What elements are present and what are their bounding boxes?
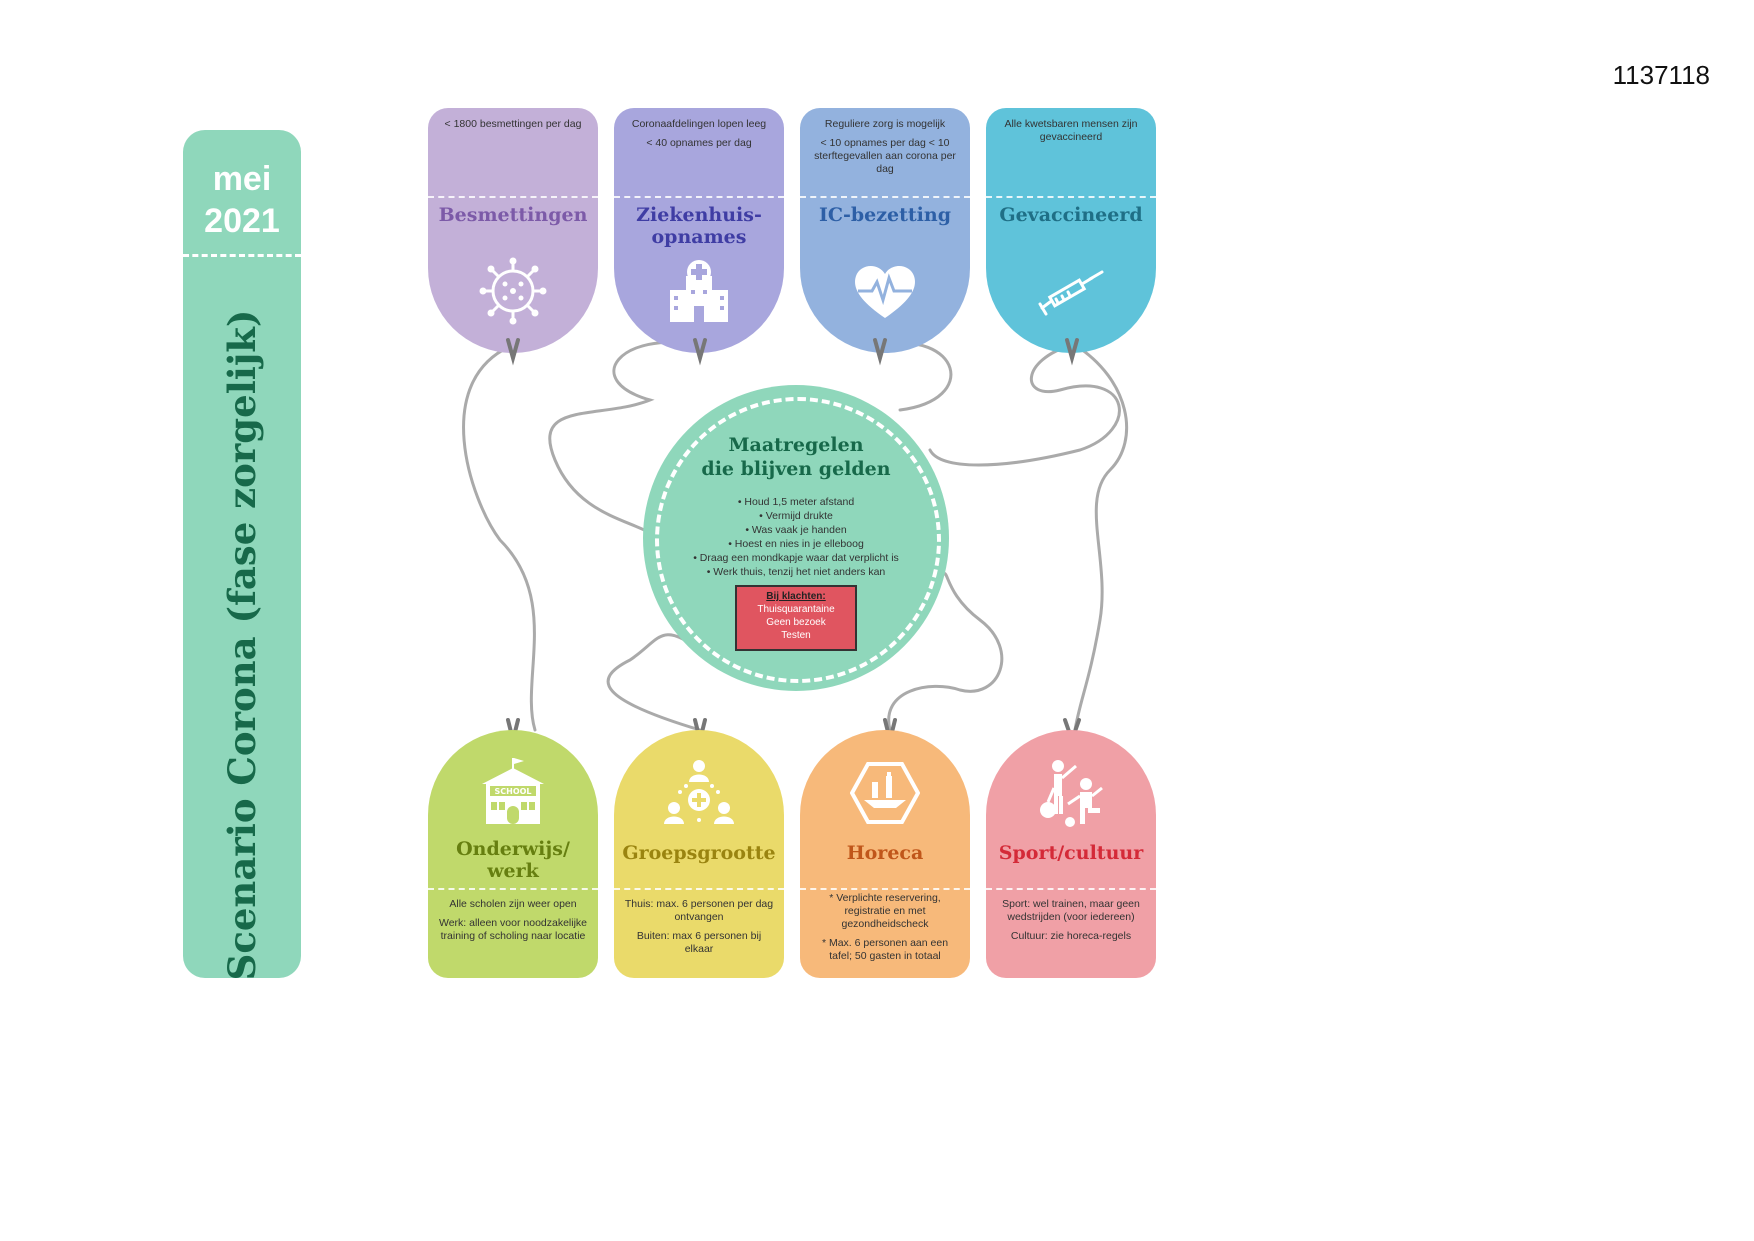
tag-description: Thuis: max. 6 personen per dag ontvangen… [624,898,774,976]
description-line: * Verplichte reservering, registratie en… [829,892,941,930]
complaint-item: Testen [781,630,811,641]
measure-item: Draag een mondkapje waar dat verplicht i… [673,551,919,565]
tag-title: Onderwijs/ werk [428,838,598,882]
tag-divider [614,888,784,890]
tag-title: Groepsgrootte [614,842,784,864]
title-line: Gevaccineerd [999,204,1143,226]
hospital-icon [670,260,728,322]
year-label: 2021 [204,202,280,240]
measure-item: Hoest en nies in je elleboog [673,537,919,551]
title-line: IC-bezetting [818,204,952,226]
tag-description: Coronaafdelingen lopen leeg < 40 opnames… [624,118,774,196]
tag-onderwijs-werk: SCHOOL Onderwijs/ werk Alle scholen zijn… [428,730,598,978]
sidebar-divider [183,254,301,257]
complaint-item: Thuisquarantaine [757,604,835,615]
tag-divider [614,196,784,198]
measure-item: Was vaak je handen [673,523,919,537]
title-line: Sport/cultuur [998,842,1144,864]
tag-description: * Verplichte reservering, registratie en… [810,892,960,970]
description-line: Thuis: max. 6 personen per dag ontvangen [624,898,774,923]
tag-title: Ziekenhuis- opnames [614,204,784,248]
title-line: Horeca [846,842,924,864]
description-line: Werk: alleen voor noodzakelijke training… [438,917,588,942]
date-label: mei 2021 [183,158,301,242]
tag-description: Alle scholen zijn weer open Werk: alleen… [438,898,588,976]
title-line: Groepsgrootte [622,842,776,864]
tag-description: Sport: wel trainen, maar geen wedstrijde… [996,898,1146,976]
description-line: < 10 opnames per dag < 10 sterftegevalle… [814,137,956,175]
complaints-box: Bij klachten: Thuisquarantaine Geen bezo… [735,585,857,651]
description-line: Alle kwetsbaren mensen zijn gevaccineerd [1004,118,1138,143]
description-line: * Max. 6 personen aan een tafel; 50 gast… [821,937,949,962]
school-icon-label: SCHOOL [494,787,531,796]
tag-ic-bezetting: Reguliere zorg is mogelijk < 10 opnames … [800,108,970,353]
description-line: Cultuur: zie horeca-regels [1010,930,1132,942]
school-icon: SCHOOL [482,758,544,824]
tag-horeca: Horeca * Verplichte reservering, registr… [800,730,970,978]
title-line: Onderwijs/ [456,838,570,860]
title-line: werk [487,860,539,882]
tag-title: Sport/cultuur [986,842,1156,864]
description-line: < 40 opnames per dag [646,137,752,149]
tag-description: Alle kwetsbaren mensen zijn gevaccineerd [996,118,1146,196]
document-number: 1137118 [1612,60,1710,90]
group-icon [664,760,734,824]
title-line: opnames [651,226,747,248]
tag-title: Gevaccineerd [986,204,1156,226]
month-label: mei [212,160,272,198]
measures-circle: Maatregelen die blijven gelden Houd 1,5 … [643,385,949,691]
measure-item: Werk thuis, tenzij het niet anders kan [673,565,919,579]
virus-icon [479,257,547,325]
tag-description: Reguliere zorg is mogelijk < 10 opnames … [810,118,960,196]
tag-besmettingen: < 1800 besmettingen per dag Besmettingen [428,108,598,353]
tag-title: Besmettingen [428,204,598,226]
circle-dashed-ring [655,397,941,683]
description-line: Sport: wel trainen, maar geen wedstrijde… [1002,898,1140,923]
description-line: Alle scholen zijn weer open [449,898,577,910]
tag-description: < 1800 besmettingen per dag [438,118,588,196]
tag-divider [986,196,1156,198]
title-line: Besmettingen [438,204,588,226]
measure-item: Vermijd drukte [673,509,919,523]
tag-divider [428,196,598,198]
complaint-item: Geen bezoek [766,617,826,628]
title-line: die blijven gelden [701,458,891,480]
description-line: < 1800 besmettingen per dag [444,118,582,130]
heartbeat-icon [855,265,915,318]
measure-item: Houd 1,5 meter afstand [673,495,919,509]
tag-groepsgrootte: Groepsgrootte Thuis: max. 6 personen per… [614,730,784,978]
tag-divider [800,888,970,890]
tag-divider [800,196,970,198]
scenario-sidebar: mei 2021 Scenario Corona (fase zorgelijk… [183,130,301,980]
tag-title: Horeca [800,842,970,864]
tag-sport-cultuur: Sport/cultuur Sport: wel trainen, maar g… [986,730,1156,978]
description-line: Reguliere zorg is mogelijk [824,118,946,130]
restaurant-icon [850,762,920,824]
tag-divider [986,888,1156,890]
tag-gevaccineerd: Alle kwetsbaren mensen zijn gevaccineerd… [986,108,1156,353]
description-line: Buiten: max 6 personen bij elkaar [636,930,762,955]
tag-ziekenhuisopnames: Coronaafdelingen lopen leeg < 40 opnames… [614,108,784,353]
sport-icon [1040,760,1103,827]
measures-list: Houd 1,5 meter afstand Vermijd drukte Wa… [673,495,919,579]
description-line: Coronaafdelingen lopen leeg [631,118,767,130]
tag-title: IC-bezetting [800,204,970,226]
complaints-title: Bij klachten: [766,591,826,602]
measures-title: Maatregelen die blijven gelden [663,433,929,481]
title-line: Maatregelen [728,434,864,456]
syringe-icon [1038,270,1104,316]
tag-divider [428,888,598,890]
title-line: Ziekenhuis- [636,204,762,226]
